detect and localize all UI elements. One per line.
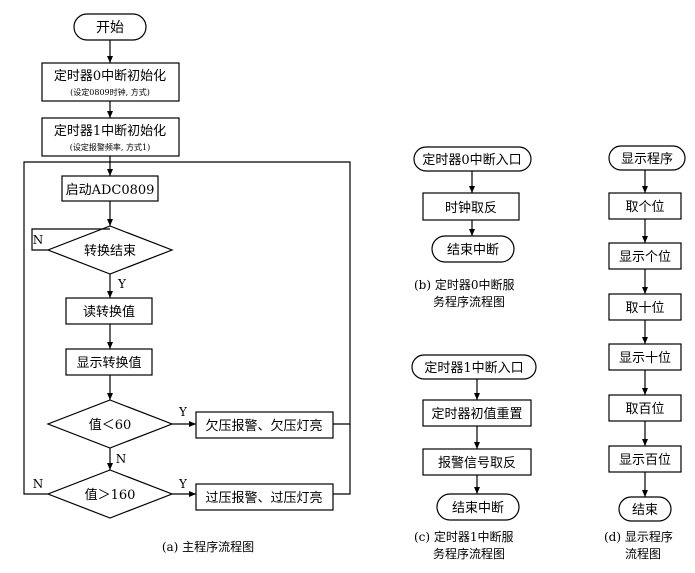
conv-done-label: 转换结束	[84, 244, 136, 259]
gt160-y-label: Y	[178, 477, 188, 491]
timer0-init-label: 定时器0中断初始化	[54, 69, 166, 84]
show-hundreds-label: 显示百位	[619, 453, 671, 468]
gt160-diamond	[46, 469, 174, 519]
timer1-init-label: 定时器1中断初始化	[54, 124, 166, 139]
lt60-y-label: Y	[178, 405, 188, 419]
invert-clock-box	[422, 192, 520, 221]
get-ones-label: 取个位	[625, 200, 664, 215]
show-tens-label: 显示十位	[619, 351, 671, 366]
timer1-flowchart: 定时器1中断入口 定时器初值重置 报警信号取反 结束中断 (c) 定时器1中断服…	[411, 354, 537, 561]
get-tens-box	[608, 293, 682, 321]
under-alarm-box	[195, 411, 334, 439]
show-hundreds-box	[608, 445, 682, 473]
timer0-end-terminal	[431, 235, 515, 263]
timer0-caption-line1: (b) 定时器0中断服	[414, 277, 515, 292]
conv-done-y-label: Y	[117, 277, 127, 291]
timer1-entry-terminal	[411, 354, 537, 380]
display-caption-line2: 流程图	[625, 546, 661, 561]
show-tens-box	[608, 343, 682, 371]
lt60-n-label: N	[116, 452, 127, 466]
start-label: 开始	[96, 20, 124, 36]
show-value-label: 显示转换值	[76, 355, 141, 371]
timer1-end-label: 结束中断	[452, 501, 504, 516]
display-caption-line1: (d) 显示程序	[604, 529, 673, 544]
start-adc-box	[61, 175, 159, 202]
timer0-init-note: (设定0809时钟, 方式)	[70, 87, 150, 97]
lt60-label: 值＜60	[89, 417, 132, 433]
timer0-entry-label: 定时器0中断入口	[422, 153, 521, 168]
show-ones-box	[608, 242, 682, 270]
invert-alarm-label: 报警信号取反	[438, 455, 516, 471]
timer1-caption-line1: (c) 定时器1中断服	[414, 529, 514, 544]
gt160-label: 值＞160	[85, 487, 136, 503]
timer0-flowchart: 定时器0中断入口 时钟取反 结束中断 (b) 定时器0中断服 务程序流程图	[413, 146, 532, 309]
display-entry-terminal	[608, 145, 686, 171]
display-entry-label: 显示程序	[621, 152, 673, 167]
invert-clock-label: 时钟取反	[445, 200, 497, 216]
read-value-label: 读转换值	[83, 304, 135, 320]
get-hundreds-label: 取百位	[625, 402, 664, 417]
main-flowchart: 开始 定时器0中断初始化 (设定0809时钟, 方式) 定时器1中断初始化 (设…	[23, 13, 351, 554]
reset-initial-label: 定时器初值重置	[431, 406, 522, 422]
gt160-n-label: N	[33, 477, 44, 491]
timer1-end-terminal	[436, 493, 520, 521]
conv-done-n-label: N	[33, 233, 44, 247]
start-adc-label: 启动ADC0809	[66, 183, 155, 198]
main-connectors	[23, 40, 351, 497]
timer0-caption-line2: 务程序流程图	[433, 294, 505, 309]
read-value-box	[65, 297, 153, 325]
over-alarm-label: 过压报警、过压灯亮	[205, 490, 322, 506]
display-flowchart: 显示程序 取个位 显示个位 取十位 显示十位 取百位 显示百位 结束 (d) 显…	[604, 145, 686, 561]
under-alarm-label: 欠压报警、欠压灯亮	[205, 418, 322, 434]
show-value-box	[65, 348, 153, 376]
display-end-label: 结束	[632, 503, 658, 518]
main-caption: (a) 主程序流程图	[162, 539, 254, 554]
show-ones-label: 显示个位	[619, 250, 671, 265]
timer1-entry-label: 定时器1中断入口	[424, 361, 523, 376]
timer1-caption-line2: 务程序流程图	[433, 546, 505, 561]
timer0-end-label: 结束中断	[447, 243, 499, 258]
over-alarm-box	[195, 483, 334, 511]
timer1-init-note: (设定报警频率, 方式1)	[70, 142, 150, 152]
get-tens-label: 取十位	[625, 301, 664, 316]
timer0-init-box	[41, 62, 180, 102]
